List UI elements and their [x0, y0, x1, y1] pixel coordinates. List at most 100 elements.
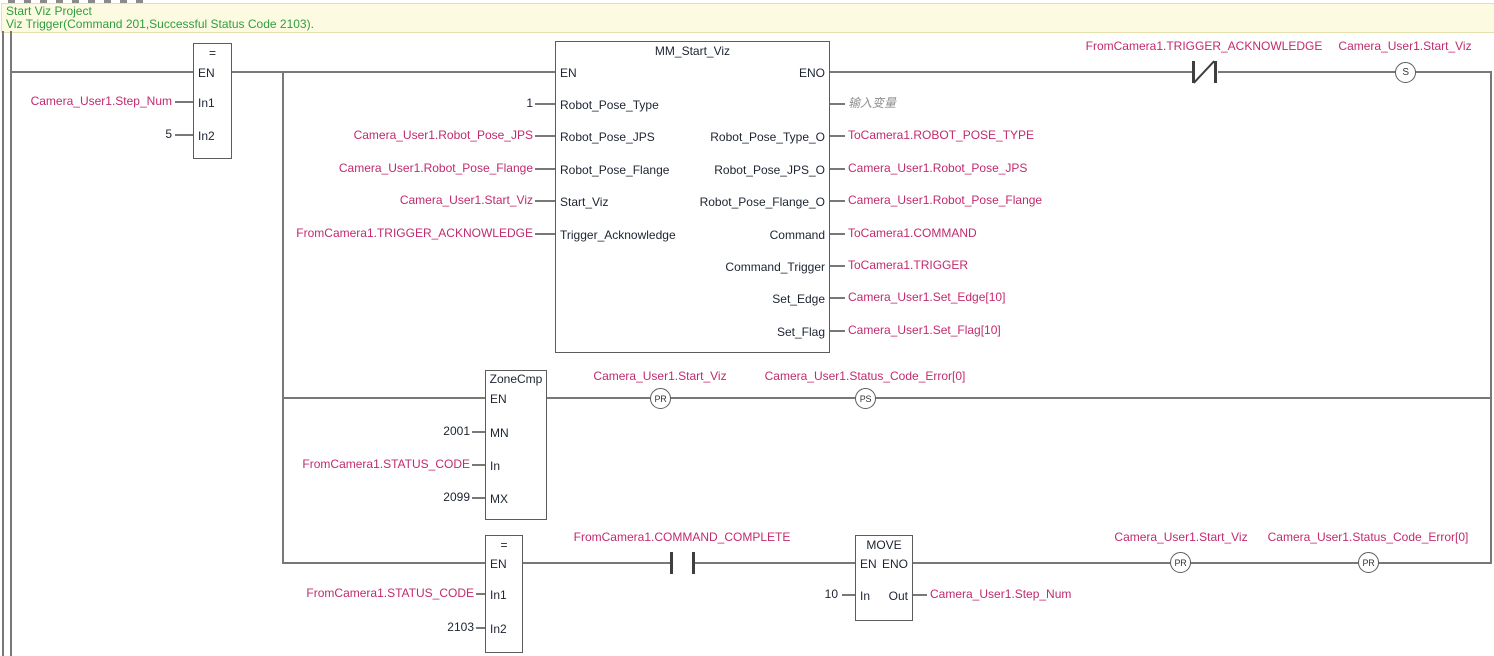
wire: [875, 397, 1491, 399]
coil-symbol: S: [1402, 67, 1409, 78]
pr-coil[interactable]: PR: [650, 388, 671, 409]
pin-eno: ENO: [881, 557, 908, 571]
pin-stub: [472, 464, 485, 466]
label-set-coil[interactable]: Camera_User1.Start_Viz: [1338, 39, 1472, 53]
label-pr-coil-status-error[interactable]: Camera_User1.Status_Code_Error[0]: [1267, 530, 1469, 544]
pin-command-trigger: Command_Trigger: [725, 260, 825, 274]
eq-block-1-title: =: [208, 46, 216, 60]
operand-eq2-in2[interactable]: 2103: [447, 620, 474, 634]
eq-block-1[interactable]: = EN In1 In2: [193, 43, 232, 159]
pr-coil[interactable]: PR: [1358, 552, 1379, 573]
pin-en: EN: [860, 557, 877, 571]
left-power-rail: [10, 31, 12, 656]
operand-eq2-in1[interactable]: FromCamera1.STATUS_CODE: [306, 586, 474, 600]
pin-stub: [830, 233, 845, 235]
function-block-move[interactable]: MOVE EN ENO In Out: [855, 535, 913, 621]
pin-stub: [535, 103, 555, 105]
pin-trigger-acknowledge: Trigger_Acknowledge: [560, 228, 676, 242]
pin-en: EN: [490, 557, 507, 571]
coil-symbol: PR: [1174, 557, 1187, 568]
pin-mn: MN: [490, 426, 509, 440]
pin-stub: [535, 168, 555, 170]
pin-in: In: [860, 589, 871, 603]
pin-robot-pose-flange: Robot_Pose_Flange: [560, 163, 670, 177]
operand-robot-pose-type-o[interactable]: ToCamera1.ROBOT_POSE_TYPE: [848, 128, 1035, 142]
operand-zonecmp-mn[interactable]: 2001: [443, 424, 470, 438]
pin-stub: [830, 103, 845, 105]
move-title: MOVE: [866, 538, 902, 552]
label-pr-coil[interactable]: Camera_User1.Start_Viz: [593, 369, 727, 383]
pin-stub: [830, 297, 845, 299]
operand-eq1-in1[interactable]: Camera_User1.Step_Num: [30, 94, 172, 108]
coil-symbol: PR: [654, 393, 667, 404]
label-pr-coil-start-viz[interactable]: Camera_User1.Start_Viz: [1114, 530, 1248, 544]
operand-command[interactable]: ToCamera1.COMMAND: [848, 226, 977, 240]
operand-trigger-acknowledge[interactable]: FromCamera1.TRIGGER_ACKNOWLEDGE: [296, 226, 533, 240]
pin-command: Command: [769, 228, 825, 242]
pin-robot-pose-type: Robot_Pose_Type: [560, 98, 659, 112]
pin-stub: [830, 135, 845, 137]
eq-block-2[interactable]: = EN In1 In2: [485, 535, 523, 653]
pin-stub: [535, 200, 555, 202]
pin-stub: [830, 168, 845, 170]
pin-stub: [830, 265, 845, 267]
operand-robot-pose-flange-o[interactable]: Camera_User1.Robot_Pose_Flange: [848, 193, 1043, 207]
rung-comment-line1: Start Viz Project: [6, 4, 92, 18]
pin-stub: [830, 330, 845, 332]
wire: [913, 562, 1170, 564]
ps-coil[interactable]: PS: [855, 388, 876, 409]
right-power-rail: [1490, 71, 1492, 564]
coil-symbol: PS: [859, 393, 872, 404]
operand-set-edge[interactable]: Camera_User1.Set_Edge[10]: [848, 290, 1006, 304]
pin-start-viz: Start_Viz: [560, 195, 609, 209]
operand-unassigned-output[interactable]: 输入变量: [848, 96, 897, 110]
pin-in2: In2: [490, 622, 507, 636]
contact-bar: [1214, 61, 1217, 83]
pin-stub: [842, 594, 855, 596]
operand-zonecmp-in[interactable]: FromCamera1.STATUS_CODE: [302, 457, 470, 471]
operand-start-viz[interactable]: Camera_User1.Start_Viz: [399, 193, 533, 207]
operand-command-trigger[interactable]: ToCamera1.TRIGGER: [848, 258, 969, 272]
pin-stub: [476, 593, 485, 595]
pin-mx: MX: [490, 492, 508, 506]
operand-eq1-in2[interactable]: 5: [165, 127, 172, 141]
wire: [282, 562, 485, 564]
contact-bar: [1192, 61, 1195, 83]
pin-stub: [175, 134, 193, 136]
operand-robot-pose-jps[interactable]: Camera_User1.Robot_Pose_JPS: [353, 128, 533, 142]
function-block-mm-start-viz[interactable]: MM_Start_Viz EN ENO Robot_Pose_Type Robo…: [555, 41, 830, 353]
operand-set-flag[interactable]: Camera_User1.Set_Flag[10]: [848, 323, 1001, 337]
pin-stub: [472, 431, 485, 433]
operand-robot-pose-type[interactable]: 1: [526, 96, 533, 110]
wire: [1378, 562, 1491, 564]
rung-comment[interactable]: Start Viz Project Viz Trigger(Command 20…: [1, 3, 1494, 33]
pin-stub: [913, 594, 927, 596]
rung-comment-line2: Viz Trigger(Command 201,Successful Statu…: [6, 17, 314, 31]
wire: [523, 562, 670, 564]
pin-robot-pose-jps: Robot_Pose_JPS: [560, 130, 655, 144]
wire: [1190, 562, 1358, 564]
operand-move-out[interactable]: Camera_User1.Step_Num: [930, 587, 1072, 601]
operand-robot-pose-flange[interactable]: Camera_User1.Robot_Pose_Flange: [338, 161, 533, 175]
pin-en: EN: [198, 66, 215, 80]
pin-in2: In2: [198, 129, 215, 143]
operand-zonecmp-mx[interactable]: 2099: [443, 490, 470, 504]
pin-set-edge: Set_Edge: [772, 292, 825, 306]
wire: [547, 397, 650, 399]
pin-stub: [476, 627, 485, 629]
operand-move-in[interactable]: 10: [824, 587, 838, 601]
operand-robot-pose-jps-o[interactable]: Camera_User1.Robot_Pose_JPS: [848, 161, 1028, 175]
label-nc-contact[interactable]: FromCamera1.TRIGGER_ACKNOWLEDGE: [1085, 39, 1323, 53]
label-ps-coil[interactable]: Camera_User1.Status_Code_Error[0]: [764, 369, 966, 383]
function-block-zonecmp[interactable]: ZoneCmp EN MN In MX: [485, 370, 547, 520]
wire: [695, 562, 855, 564]
pin-en: EN: [490, 392, 507, 406]
wire: [1414, 71, 1491, 73]
branch-rail: [282, 71, 284, 564]
set-coil[interactable]: S: [1395, 62, 1416, 83]
wire: [670, 397, 855, 399]
label-no-contact[interactable]: FromCamera1.COMMAND_COMPLETE: [573, 530, 791, 544]
pin-stub: [472, 497, 485, 499]
pr-coil[interactable]: PR: [1170, 552, 1191, 573]
